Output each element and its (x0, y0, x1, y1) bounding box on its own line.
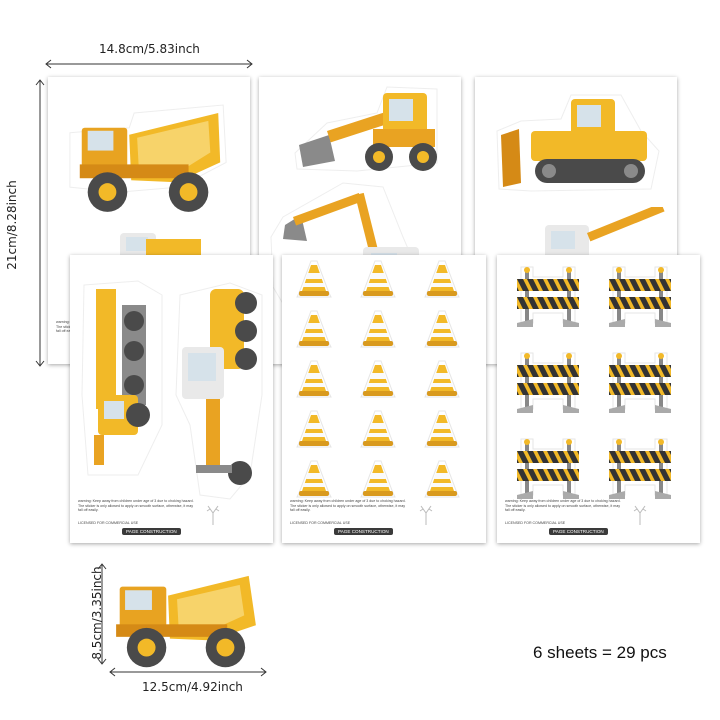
traffic-cone-icon (360, 310, 396, 348)
traffic-cone-icon (424, 460, 460, 498)
sheet-footer: warning: Keep away from children under a… (505, 499, 692, 535)
sheet-footer: warning: Keep away from children under a… (78, 499, 265, 535)
traffic-cone-icon (296, 360, 332, 398)
traffic-cone-icon (296, 460, 332, 498)
traffic-cone-icon (424, 260, 460, 298)
traffic-cone-icon (424, 410, 460, 448)
sheet-footer: warning: Keep away from children under a… (290, 499, 478, 535)
sheet-height-arrow (35, 79, 45, 367)
warning-text: warning: Keep away from children under a… (78, 499, 194, 513)
traffic-cone-icon (296, 260, 332, 298)
grader-icon (175, 282, 263, 500)
deer-logo-icon (419, 505, 433, 525)
page-badge: PAGE CONSTRUCTION (334, 528, 393, 535)
sheet-width-arrow (45, 59, 253, 69)
traffic-cone-icon (424, 310, 460, 348)
sheet-height-label: 21cm/8.28inch (5, 180, 19, 270)
road-barrier-icon (517, 266, 579, 327)
road-barrier-icon (517, 438, 579, 499)
brand-logo (632, 503, 692, 533)
deer-logo-icon (206, 505, 220, 525)
traffic-cone-icon (296, 410, 332, 448)
license-text: LICENSED FOR COMMERCIAL USE (290, 521, 351, 525)
warning-text: warning: Keep away from children under a… (290, 499, 406, 513)
truck-height-arrow (97, 563, 107, 665)
truck-width-arrow (109, 667, 267, 677)
sheet-dump-truck: warning: Keep away from children under a… (48, 77, 250, 364)
sheet-width-label: 14.8cm/5.83inch (99, 42, 200, 56)
road-barrier-icon (609, 266, 671, 327)
license-text: LICENSED FOR COMMERCIAL USE (78, 521, 139, 525)
bulldozer-icon (496, 94, 660, 192)
brand-logo (205, 503, 265, 533)
road-barrier-icon (517, 352, 579, 413)
wheel-loader-icon (294, 86, 438, 172)
dump-truck-icon (69, 104, 227, 212)
sheet-cones: warning: Keep away from children under a… (282, 255, 486, 543)
crane-truck-icon (81, 280, 163, 476)
sheet-crane-grader: warning: Keep away from children under a… (70, 255, 273, 543)
traffic-cone-icon (360, 260, 396, 298)
sheet-barriers: warning: Keep away from children under a… (497, 255, 700, 543)
traffic-cone-icon (424, 360, 460, 398)
sheet-count-summary: 6 sheets = 29 pcs (533, 643, 667, 662)
license-text: LICENSED FOR COMMERCIAL USE (505, 521, 566, 525)
traffic-cone-icon (296, 310, 332, 348)
road-barrier-icon (609, 352, 671, 413)
page-badge: PAGE CONSTRUCTION (549, 528, 608, 535)
brand-logo (418, 503, 478, 533)
traffic-cone-icon (360, 360, 396, 398)
traffic-cone-icon (360, 460, 396, 498)
page-badge: PAGE CONSTRUCTION (122, 528, 181, 535)
dump-truck-icon (116, 575, 256, 668)
traffic-cone-icon (360, 410, 396, 448)
road-barrier-icon (609, 438, 671, 499)
warning-text: warning: Keep away from children under a… (505, 499, 621, 513)
truck-width-label: 12.5cm/4.92inch (142, 680, 243, 694)
deer-logo-icon (633, 505, 647, 525)
